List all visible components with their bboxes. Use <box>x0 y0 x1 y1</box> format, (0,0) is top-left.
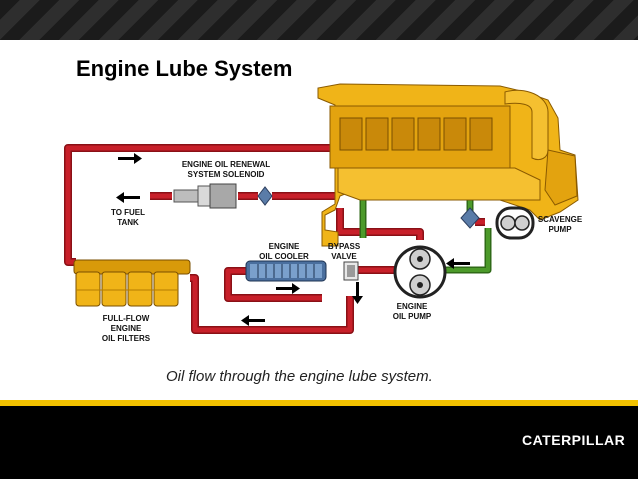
label-renewal-solenoid: ENGINE OIL RENEWAL SYSTEM SOLENOID <box>181 160 271 179</box>
scavenge-pump <box>460 206 535 240</box>
full-flow-oil-filters <box>73 259 191 307</box>
footer-accent-line <box>0 400 638 406</box>
label-engine-oil-pump: ENGINE OIL PUMP <box>392 302 432 321</box>
caterpillar-logo: CATERPILLAR <box>522 432 626 448</box>
lube-system-diagram <box>64 83 579 334</box>
engine-oil-cooler <box>245 260 327 282</box>
slide-title: Engine Lube System <box>76 56 293 81</box>
label-scavenge-pump: SCAVENGE PUMP <box>537 215 583 234</box>
engine-block <box>317 83 579 247</box>
engine-oil-pump <box>393 245 447 299</box>
label-full-flow-filters: FULL-FLOW ENGINE OIL FILTERS <box>101 314 151 343</box>
footer-band <box>0 406 638 479</box>
renewal-solenoid <box>173 183 273 209</box>
main-oil-line <box>64 144 485 334</box>
label-bypass-valve: BYPASS VALVE <box>327 242 361 261</box>
flow-arrows <box>116 153 470 326</box>
bypass-valve <box>343 261 359 281</box>
header-band <box>0 0 638 40</box>
diagram-caption: Oil flow through the engine lube system. <box>166 368 433 385</box>
label-to-fuel-tank: TO FUEL TANK <box>110 208 146 227</box>
label-engine-oil-cooler: ENGINE OIL COOLER <box>259 242 309 261</box>
